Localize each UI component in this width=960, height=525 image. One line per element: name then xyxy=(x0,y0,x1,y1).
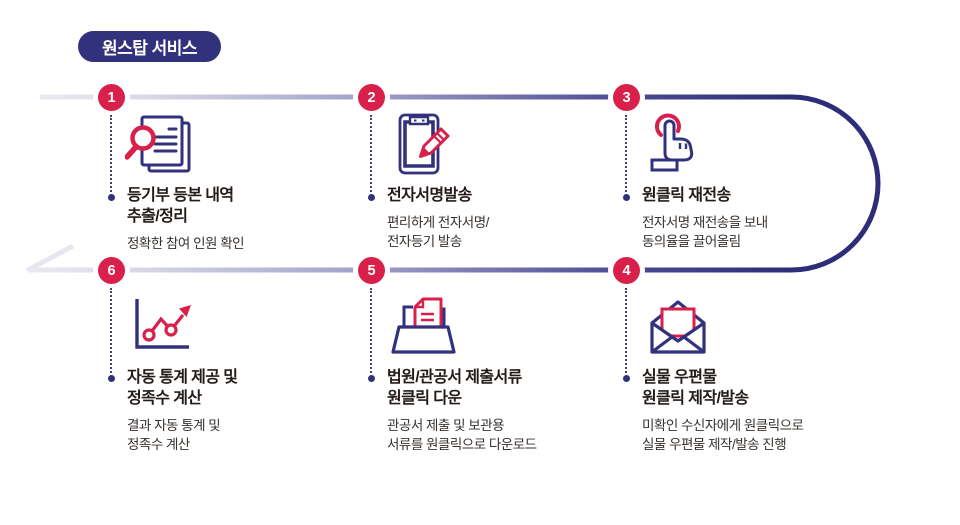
step-6-number-badge: 6 xyxy=(98,257,125,284)
folder-document-icon xyxy=(385,293,463,357)
step-1-number-badge: 1 xyxy=(98,84,125,111)
click-hand-icon xyxy=(640,113,718,177)
step-1-desc: 정확한 참여 인원 확인 xyxy=(127,236,245,251)
step-2-desc: 편리하게 전자서명/ 전자등기 발송 xyxy=(387,215,489,249)
step-3-title: 원클릭 재전송 xyxy=(642,187,731,204)
step-4: 4 실물 우편물 원클릭 제작/발송 미확인 수신자에게 원클릭으로 실물 우편… xyxy=(613,257,865,467)
bullet-dot xyxy=(108,194,115,201)
step-4-title: 실물 우편물 원클릭 제작/발송 xyxy=(642,369,749,407)
dotted-connector xyxy=(625,288,627,373)
step-4-number-badge: 4 xyxy=(613,257,640,284)
step-4-desc: 미확인 수신자에게 원클릭으로 실물 우편물 제작/발송 진행 xyxy=(642,418,804,452)
open-envelope-icon xyxy=(640,293,718,357)
bullet-dot xyxy=(368,194,375,201)
step-3: 3 원클릭 재전송 전자서명 재전송을 보내 동의율을 끌어올림 xyxy=(613,84,865,294)
service-title-label: 원스탑 서비스 xyxy=(102,39,198,58)
service-title-badge: 원스탑 서비스 xyxy=(78,31,222,62)
step-3-desc: 전자서명 재전송을 보내 동의율을 끌어올림 xyxy=(642,215,768,249)
flow-end-arrowhead xyxy=(25,243,75,273)
dotted-connector xyxy=(110,288,112,373)
step-5-title: 법원/관공서 제출서류 원클릭 다운 xyxy=(387,369,522,407)
step-5-desc: 관공서 제출 및 보관용 서류를 원클릭으로 다운로드 xyxy=(387,418,537,452)
step-1: 1 등기부 등본 내역 추출/정리 정확한 참여 인원 확인 xyxy=(98,84,350,294)
step-1-title: 등기부 등본 내역 추출/정리 xyxy=(127,187,234,225)
stats-chart-icon xyxy=(125,293,203,357)
dotted-connector xyxy=(110,115,112,192)
step-2-number-badge: 2 xyxy=(358,84,385,111)
step-5-number-badge: 5 xyxy=(358,257,385,284)
bullet-dot xyxy=(623,375,630,382)
dotted-connector xyxy=(370,288,372,373)
step-6-title: 자동 통계 제공 및 정족수 계산 xyxy=(127,369,238,407)
step-6: 6 자동 통계 제공 및 정족수 계산 결과 자동 통계 및 정족수 계산 xyxy=(98,257,350,467)
step-2: 2 전자서명발송 편리하게 전자서명/ 전자등기 발송 xyxy=(358,84,610,294)
bullet-dot xyxy=(623,194,630,201)
step-5: 5 법원/관공서 제출서류 원클릭 다운 관공서 제출 및 보관용 서류를 원클… xyxy=(358,257,610,467)
step-2-title: 전자서명발송 xyxy=(387,187,472,204)
dotted-connector xyxy=(370,115,372,192)
step-6-desc: 결과 자동 통계 및 정족수 계산 xyxy=(127,418,221,452)
bullet-dot xyxy=(368,375,375,382)
dotted-connector xyxy=(625,115,627,192)
clipboard-pencil-icon xyxy=(385,113,463,177)
bullet-dot xyxy=(108,375,115,382)
document-search-icon xyxy=(125,113,203,177)
step-3-number-badge: 3 xyxy=(613,84,640,111)
